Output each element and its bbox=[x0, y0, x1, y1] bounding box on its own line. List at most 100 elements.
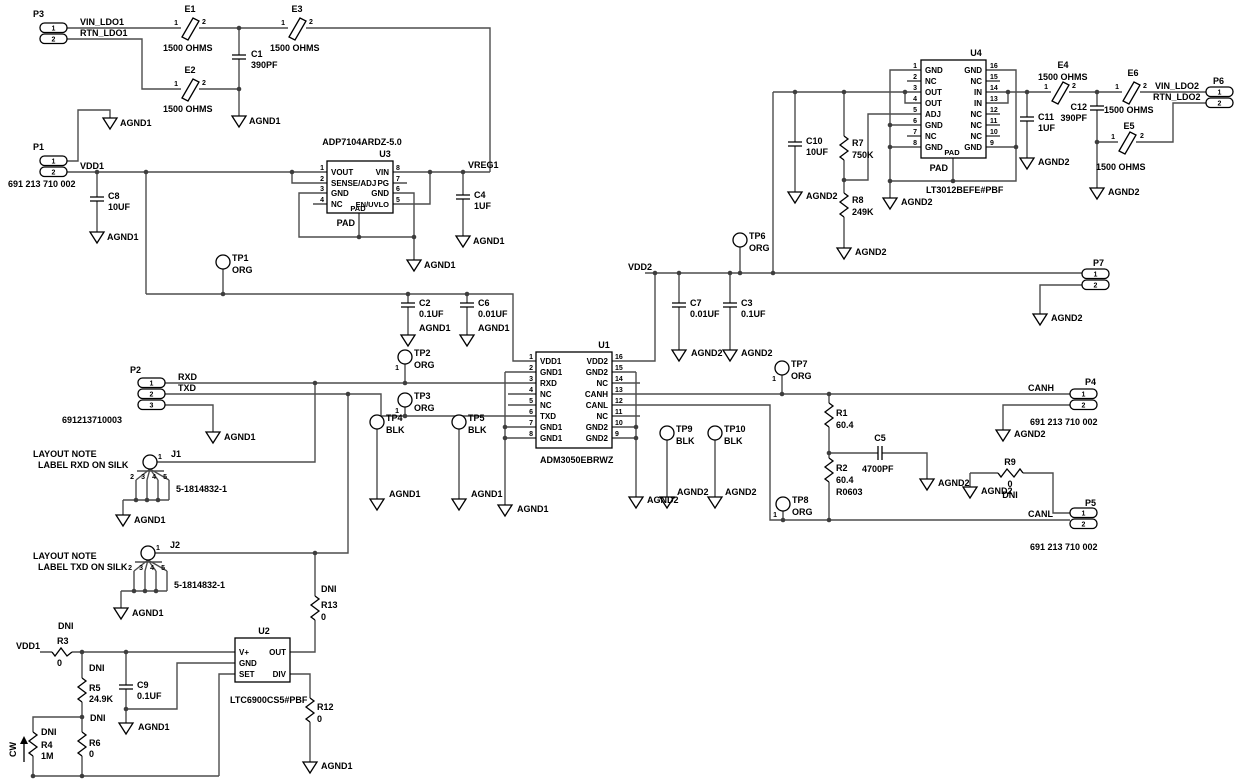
connector-p4: P4 1 2 691 213 710 002 bbox=[1030, 377, 1098, 427]
part-value: 1UF bbox=[1038, 123, 1056, 133]
pin-number: 1 bbox=[1115, 84, 1119, 91]
part-value: 60.4 bbox=[836, 475, 854, 485]
part-ref: C1 bbox=[251, 49, 263, 59]
ground-icon bbox=[722, 349, 738, 362]
conn-part-number: 691 213 710 002 bbox=[1030, 542, 1098, 552]
part-ref: C7 bbox=[690, 298, 702, 308]
ic-part: ADP7104ARDZ-5.0 bbox=[322, 137, 402, 147]
ground-icon bbox=[459, 334, 475, 347]
ground-icon bbox=[451, 498, 467, 511]
part-ref: E5 bbox=[1123, 121, 1134, 131]
net-label-rtn-ldo1: RTN_LDO1 bbox=[80, 28, 128, 38]
part-value: 24.9K bbox=[89, 694, 114, 704]
part-value: 1500 OHMS bbox=[163, 43, 213, 53]
ground-icon bbox=[628, 496, 644, 509]
part-ref: E3 bbox=[291, 4, 302, 14]
testpoint-icon bbox=[707, 425, 723, 441]
pin-number: 2 bbox=[52, 37, 56, 44]
ground-icon bbox=[302, 761, 318, 774]
net-label-agnd1: AGND1 bbox=[471, 489, 503, 499]
test-points: TP1 ORG TP2 ORG 1 TP3 ORG 1 TP4 BLK TP5 … bbox=[215, 231, 813, 519]
jumper-pin1-icon bbox=[142, 454, 158, 470]
jumper-pin1-icon bbox=[140, 545, 156, 561]
tp-pin: 1 bbox=[772, 376, 776, 383]
conn-pin bbox=[39, 166, 68, 178]
ferrite-bead-icon bbox=[1051, 81, 1070, 105]
ground-icon bbox=[455, 235, 471, 248]
pin-number: 3 bbox=[529, 376, 533, 383]
part-ref: C4 bbox=[474, 190, 486, 200]
ic-body bbox=[234, 637, 291, 683]
part-value: 0.1UF bbox=[741, 309, 766, 319]
conn-pin bbox=[1069, 518, 1098, 530]
testpoint-tp7: TP7 ORG 1 bbox=[772, 359, 811, 383]
ferrite-e4: E4 1500 OHMS 1 2 bbox=[1038, 60, 1088, 105]
testpoint-tp5: TP5 BLK bbox=[451, 413, 487, 435]
pin-name: PG bbox=[377, 179, 389, 188]
net-label-rxd: RXD bbox=[178, 372, 198, 382]
pin-name: GND1 bbox=[540, 434, 563, 443]
pin-number: 2 bbox=[1140, 133, 1144, 140]
ferrite-bead-icon bbox=[181, 17, 200, 41]
tp-pin: 1 bbox=[773, 512, 777, 519]
pad-label: PAD bbox=[350, 204, 366, 213]
part-value: 1500 OHMS bbox=[1104, 105, 1154, 115]
pin-number: 12 bbox=[990, 107, 998, 114]
dni-flag: DNI bbox=[58, 621, 74, 631]
conn-pin bbox=[1069, 507, 1098, 519]
part-value: 1500 OHMS bbox=[1038, 72, 1088, 82]
pin-number: 4 bbox=[152, 474, 156, 481]
pin-number: 7 bbox=[529, 420, 533, 427]
ground-icon bbox=[1089, 187, 1105, 200]
ground-icon bbox=[1019, 157, 1035, 170]
pad-label: PAD bbox=[930, 163, 949, 173]
part-ref: E4 bbox=[1057, 60, 1068, 70]
part-ref: C3 bbox=[741, 298, 753, 308]
pin-number: 13 bbox=[990, 96, 998, 103]
conn-ref: P7 bbox=[1093, 258, 1104, 268]
part-value: 390PF bbox=[251, 60, 278, 70]
ground-icon bbox=[882, 197, 898, 210]
ferrite-bead-icon bbox=[288, 17, 307, 41]
pin-number: 2 bbox=[1082, 403, 1086, 410]
net-label-agnd2: AGND2 bbox=[691, 348, 723, 358]
net-label-vdd1-osc: VDD1 bbox=[16, 641, 40, 651]
ic-body bbox=[920, 59, 987, 159]
ground-icon bbox=[497, 504, 513, 517]
part-value: 1500 OHMS bbox=[1096, 162, 1146, 172]
pin-number: 1 bbox=[1111, 134, 1115, 141]
pin-name: V+ bbox=[239, 648, 249, 657]
pin-name: GND bbox=[371, 189, 389, 198]
pin-number: 15 bbox=[615, 365, 623, 372]
pin-number: 11 bbox=[990, 118, 998, 125]
part-value: 249K bbox=[852, 207, 874, 217]
testpoint-tp8: TP8 ORG 1 bbox=[773, 495, 812, 519]
pin-name: NC bbox=[970, 121, 982, 130]
conn-ref: P2 bbox=[130, 365, 141, 375]
ferrite-e2: E2 1 2 1500 OHMS bbox=[163, 65, 213, 114]
pin-name: GND2 bbox=[586, 434, 609, 443]
testpoint-tp2: TP2 ORG 1 bbox=[395, 348, 434, 372]
net-labels: VIN_LDO1 RTN_LDO1 VDD1 VREG1 VDD2 CANH C… bbox=[16, 17, 1201, 651]
pin-number: 13 bbox=[615, 387, 623, 394]
pin-number: 4 bbox=[529, 387, 533, 394]
net-label-agnd1: AGND1 bbox=[224, 432, 256, 442]
ground-icon bbox=[369, 498, 385, 511]
part-ref: R5 bbox=[89, 683, 101, 693]
pin-number: 6 bbox=[913, 118, 917, 125]
conn-pin bbox=[137, 399, 166, 411]
ferrite-e6: E6 1 2 1500 OHMS bbox=[1104, 68, 1154, 115]
conn-part-number: 691 213 710 002 bbox=[1030, 417, 1098, 427]
jumper-j2: J2 1 2 3 4 5 5-1814832-1 LAYOUT NOTE LAB… bbox=[33, 540, 225, 590]
ic-body bbox=[326, 160, 394, 214]
pin-number: 9 bbox=[990, 140, 994, 147]
pin-number: 2 bbox=[1072, 83, 1076, 90]
part-ref: C11 bbox=[1038, 112, 1054, 122]
pin-number: 2 bbox=[309, 19, 313, 26]
pin-number: 3 bbox=[141, 474, 145, 481]
pin-name: GND1 bbox=[540, 423, 563, 432]
connector-p5: P5 1 2 691 213 710 002 bbox=[1030, 498, 1098, 552]
pin-number: 1 bbox=[1218, 90, 1222, 97]
pin-name: GND2 bbox=[586, 368, 609, 377]
